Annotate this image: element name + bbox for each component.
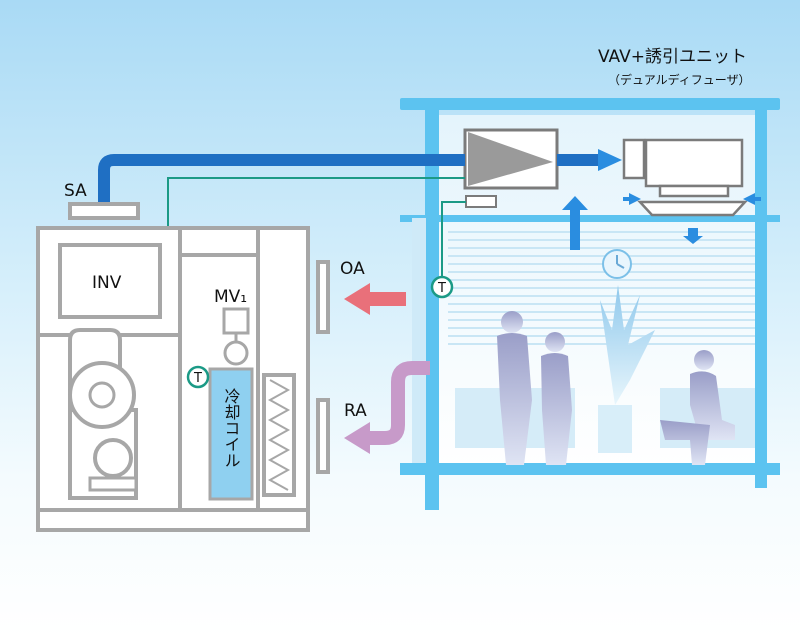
roof-beam: [400, 98, 780, 110]
sensor-coil-label: T: [193, 371, 202, 386]
vav-controller: [465, 195, 497, 208]
title-main: VAV+誘引ユニット: [598, 47, 747, 67]
temperature-sensor-coil: T: [186, 365, 210, 389]
building-section: [400, 98, 780, 510]
diffuser-arrow-right: [743, 193, 755, 205]
label-inv: INV: [92, 273, 122, 293]
label-cooling-coil: 冷却コイル: [222, 388, 241, 468]
building-frame: [400, 98, 780, 510]
potted-plant: [598, 285, 655, 453]
people-silhouettes: [497, 311, 735, 465]
diffuser-arrow-down: [683, 228, 703, 244]
filter-element: [267, 379, 291, 491]
ra-damper: [316, 398, 330, 474]
label-oa: OA: [340, 259, 365, 279]
cooling-coil: [208, 367, 254, 501]
oa-damper: [316, 260, 330, 334]
sa-outlet: [68, 202, 140, 220]
exterior-wall: [425, 98, 439, 510]
dual-diffuser: [637, 200, 748, 217]
air-handling-unit: [36, 202, 330, 532]
return-air-arrowhead: [344, 422, 370, 454]
inv-box: [58, 243, 162, 319]
label-sa: SA: [64, 181, 87, 201]
supply-fan: [68, 328, 138, 500]
induction-unit: [622, 138, 748, 217]
floor-slab: [400, 463, 780, 475]
label-ra: RA: [344, 401, 367, 421]
wall-glass: [412, 218, 426, 463]
sensor-room-label: T: [437, 281, 446, 296]
diffuser-arrow-left: [629, 193, 641, 205]
supply-arrow-to-unit: [598, 149, 622, 171]
title-sub: （デュアルディフューザ）: [608, 72, 751, 87]
return-air-arrow: [368, 361, 430, 445]
label-mv1: MV₁: [214, 287, 247, 307]
induced-air-arrow-up: [562, 196, 588, 224]
motor-valve-mv1: [222, 307, 250, 366]
room-airflow: [562, 193, 761, 250]
supply-air-duct: [98, 154, 465, 205]
outdoor-air-arrow: [344, 283, 406, 315]
temperature-sensor-room: T: [430, 275, 454, 299]
vav-sensor-line: [441, 201, 466, 280]
ceiling-line: [400, 215, 780, 222]
interior-wall: [755, 98, 767, 488]
wall-clock: [602, 249, 632, 279]
